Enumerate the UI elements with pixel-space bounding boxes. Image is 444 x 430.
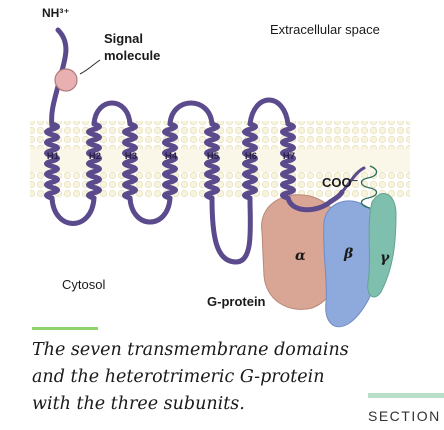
- loop-1: [49, 195, 97, 226]
- c-terminus-tail: [340, 166, 366, 194]
- alpha-subunit-label: α: [295, 248, 306, 264]
- extracellular-space-label: Extracellular space: [270, 22, 380, 37]
- signal-molecule-icon: [54, 68, 78, 92]
- loop-7: [285, 189, 345, 213]
- loop-5: [209, 195, 253, 265]
- membrane-outer-leaflet: [30, 121, 410, 149]
- loop-6: [247, 97, 291, 127]
- cytosol-label: Cytosol: [62, 277, 106, 292]
- helix-label-2: H2: [89, 151, 101, 162]
- section-link[interactable]: SECTION: [368, 408, 441, 424]
- helix-label-5: H5: [207, 151, 220, 162]
- gamma-subunit-label: γ: [380, 250, 390, 266]
- section-rule: [368, 393, 444, 398]
- loop-4: [167, 100, 215, 127]
- caption-accent-rule: [32, 327, 98, 330]
- n-terminus-label: NH³⁺: [42, 6, 70, 20]
- figure-caption: The seven transmembrane domains and the …: [32, 340, 349, 414]
- loop-2: [91, 100, 133, 127]
- helix-7-coil: [280, 121, 296, 201]
- gamma-subunit: [367, 193, 397, 298]
- helix-3-coil: [122, 121, 138, 201]
- helix-6-coil: [242, 121, 258, 201]
- helix-1-coil: [44, 121, 60, 201]
- gpcr-diagram: H1 H2 H3 H4 H5 H6 H7: [30, 27, 410, 328]
- helix-label-4: H4: [165, 151, 178, 162]
- loop-3: [127, 195, 173, 225]
- helix-label-3: H3: [125, 151, 137, 162]
- helix-label-1: H1: [47, 151, 60, 162]
- helix-label-6: H6: [245, 151, 257, 162]
- c-terminus-coil: [360, 165, 378, 209]
- helix-label-7: H7: [283, 151, 295, 162]
- helix-4-coil: [162, 121, 178, 201]
- helix-2-coil: [86, 121, 102, 201]
- receptor-chain: [44, 27, 366, 265]
- g-protein-label: G-protein: [207, 294, 266, 309]
- signal-pointer-line: [79, 59, 101, 75]
- helix-5-coil: [204, 121, 220, 201]
- beta-subunit-label: β: [344, 246, 354, 262]
- c-terminus-label: COO⁻: [322, 175, 359, 190]
- signal-molecule-label: Signal molecule: [104, 31, 161, 63]
